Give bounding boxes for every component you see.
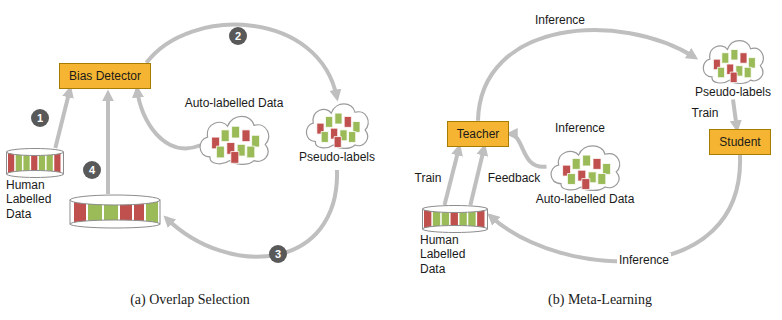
edge-label: Feedback — [486, 171, 543, 185]
flow-arrow — [733, 99, 737, 128]
node-text: Teacher — [457, 127, 500, 141]
process-box: Teacher — [447, 121, 510, 147]
callout-number: 1 — [31, 109, 49, 127]
cloud-shape — [194, 110, 274, 166]
data-cloud: Auto-labelled Data — [530, 140, 640, 206]
second-database — [70, 195, 160, 228]
node-text: Pseudo-labels — [294, 150, 380, 164]
cloud-shape — [301, 98, 373, 150]
flow-arrow — [470, 147, 484, 205]
edge-label: Train — [690, 106, 721, 120]
figure-caption: (b) Meta-Learning — [548, 292, 652, 309]
callout-number: 3 — [269, 245, 287, 263]
flow-arrow — [509, 134, 546, 167]
edge-label: Train — [413, 171, 444, 185]
database-shape — [6, 148, 64, 178]
node-text: Student — [719, 135, 760, 149]
node-text: Auto-labelled Data — [178, 96, 290, 110]
database-cylinder: Human Labelled Data — [420, 205, 490, 276]
data-cloud: Pseudo-labels — [690, 35, 776, 99]
callout-number: 2 — [229, 27, 247, 45]
flow-arrow — [166, 170, 337, 257]
process-box: Bias Detector — [59, 63, 151, 89]
flow-arrow — [478, 30, 695, 121]
flow-arrow — [106, 93, 110, 194]
process-box: Student — [709, 129, 770, 155]
flow-arrow — [445, 147, 460, 205]
data-cloud: Pseudo-labels — [294, 98, 380, 164]
edge-label: Inference — [617, 253, 671, 267]
figure-caption: (a) Overlap Selection — [130, 292, 250, 309]
database-cylinder: Human Labelled Data — [6, 148, 64, 221]
edge-label: Inference — [533, 13, 587, 27]
flow-arrow — [146, 25, 337, 98]
node-text: Human Labelled Data — [420, 233, 490, 276]
cloud-shape — [698, 35, 768, 85]
node-text: Auto-labelled Data — [530, 192, 640, 206]
node-text: Pseudo-labels — [690, 85, 776, 99]
node-text: Human Labelled Data — [6, 178, 64, 221]
node-text: Bias Detector — [69, 69, 141, 83]
edge-label: Inference — [553, 121, 607, 135]
data-cloud: Auto-labelled Data — [178, 96, 290, 166]
callout-number: 4 — [83, 161, 101, 179]
flow-arrow — [55, 89, 70, 148]
database-shape — [422, 205, 488, 233]
cloud-shape — [545, 140, 625, 192]
